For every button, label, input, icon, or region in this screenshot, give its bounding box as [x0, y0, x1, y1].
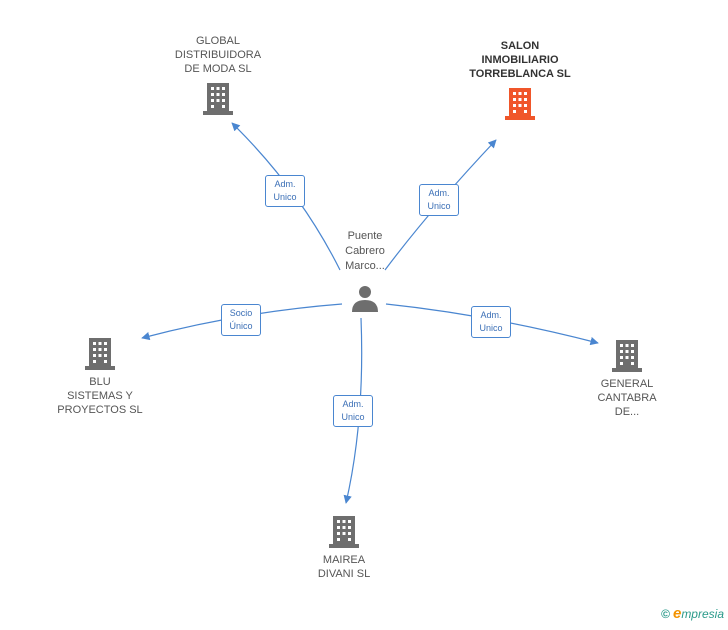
role-badge-global: Adm. Unico — [265, 175, 305, 207]
company-label-global[interactable]: GLOBAL DISTRIBUIDORA DE MODA SL — [174, 35, 262, 75]
building-icon — [329, 516, 359, 548]
brand-footer: ©empresia — [661, 605, 724, 622]
role-badge-general: Adm. Unico — [471, 306, 511, 338]
company-node-salon[interactable]: SALON INMOBILIARIO TORREBLANCA SL — [460, 39, 580, 120]
role-badge-mairea: Adm. Unico — [333, 395, 373, 427]
company-node-mairea[interactable]: MAIREA DIVANI SL — [294, 514, 394, 581]
person-icon[interactable] — [351, 284, 379, 317]
company-label-general[interactable]: GENERAL CANTABRA DE... — [597, 378, 657, 418]
company-label-mairea[interactable]: MAIREA DIVANI SL — [317, 554, 371, 580]
role-badge-blu: Socio Único — [221, 304, 261, 336]
building-icon — [203, 83, 233, 115]
role-badge-salon: Adm. Unico — [419, 184, 459, 216]
company-label-salon[interactable]: SALON INMOBILIARIO TORREBLANCA SL — [469, 40, 571, 80]
company-label-blu[interactable]: BLU SISTEMAS Y PROYECTOS SL — [57, 376, 143, 416]
company-node-blu[interactable]: BLU SISTEMAS Y PROYECTOS SL — [44, 336, 156, 417]
brand-logo-initial: e — [672, 605, 682, 622]
copyright-symbol: © — [661, 607, 670, 621]
company-node-global[interactable]: GLOBAL DISTRIBUIDORA DE MODA SL — [160, 34, 276, 115]
building-icon — [612, 340, 642, 372]
company-node-general[interactable]: GENERAL CANTABRA DE... — [572, 338, 682, 419]
building-icon — [505, 88, 535, 120]
brand-logo-text: mpresia — [681, 607, 724, 621]
person-name[interactable]: Puente Cabrero Marco... — [345, 230, 385, 272]
building-icon — [85, 338, 115, 370]
